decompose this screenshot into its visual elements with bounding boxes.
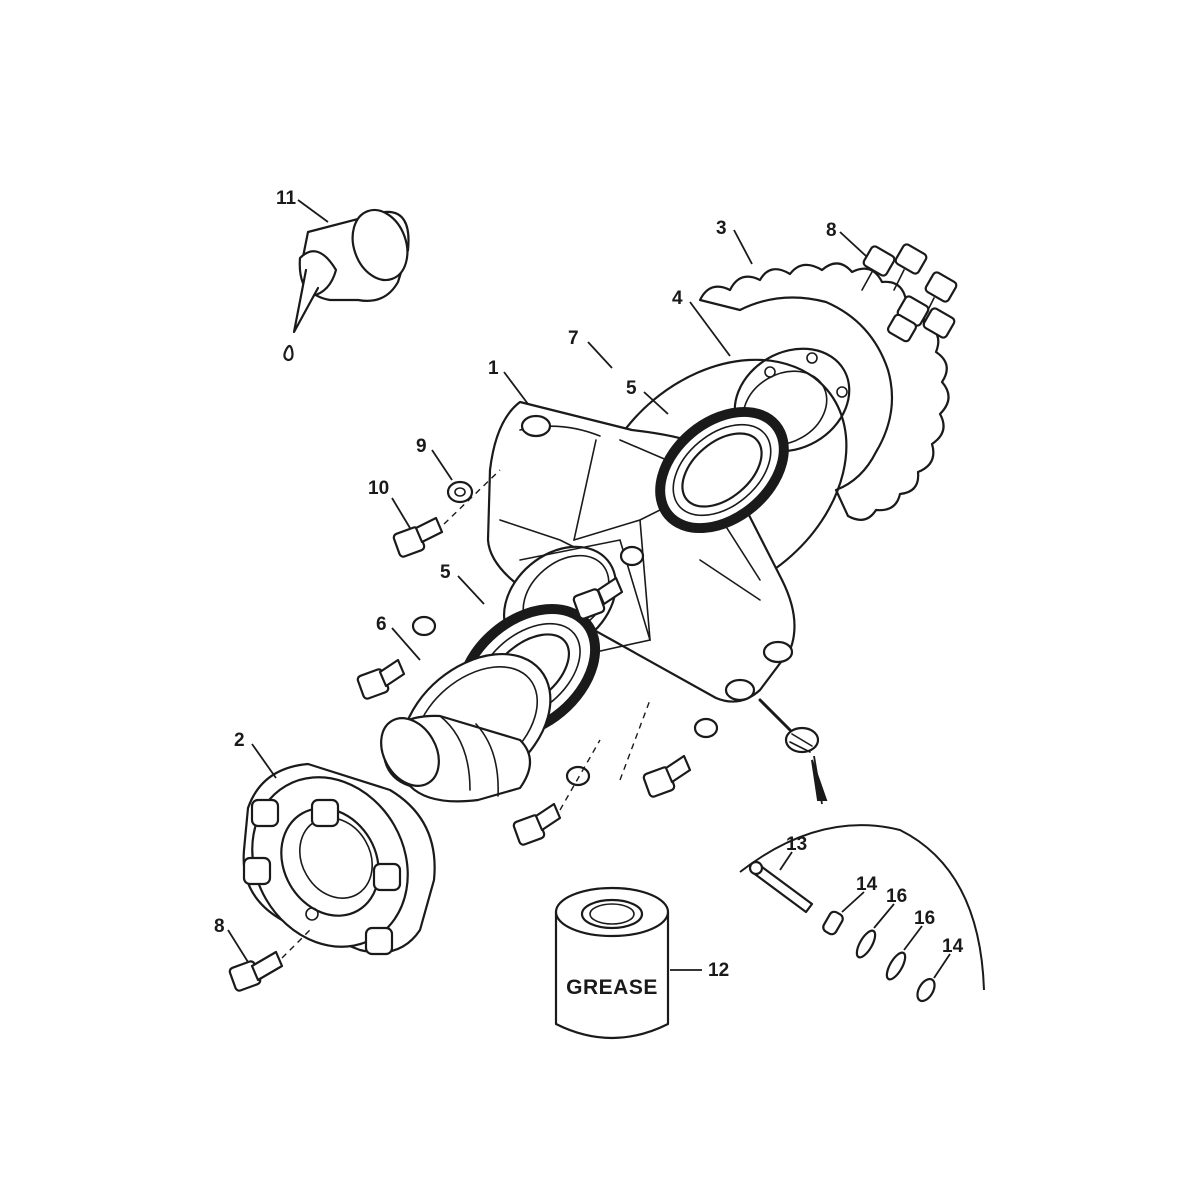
callout-14-upper: 14: [856, 874, 878, 895]
callout-16-upper: 16: [886, 886, 907, 907]
part-5-upper-bearing: 5: [626, 378, 789, 534]
callout-1: 1: [488, 358, 499, 379]
callout-10: 10: [368, 478, 389, 499]
callout-3: 3: [716, 218, 727, 239]
grease-label: GREASE: [566, 976, 658, 999]
part-3-sprocket: 3: [698, 218, 950, 521]
callout-6: 6: [376, 614, 387, 635]
grease-fitting: [758, 698, 828, 805]
part-12-grease-can: GREASE 12: [554, 886, 729, 1039]
callout-8-lower: 8: [214, 916, 225, 937]
callout-11: 11: [276, 188, 297, 209]
part-11-grease-nozzle: 11: [276, 188, 410, 362]
part-14-washer: 14: [916, 936, 964, 1003]
callout-13: 13: [786, 834, 807, 855]
callout-16-lower: 16: [914, 908, 935, 929]
callout-8-top: 8: [826, 220, 837, 241]
housing-bolts: [356, 545, 719, 846]
part-16-washer-lower: 16: [885, 908, 935, 981]
callout-5-upper: 5: [626, 378, 637, 399]
detail-inset: [739, 824, 985, 991]
part-10-bolt: 10: [368, 469, 501, 558]
part-13-pin: 13: [748, 834, 814, 914]
callout-12: 12: [708, 960, 729, 981]
part-9-washer: 9: [416, 436, 474, 504]
callout-14-lower: 14: [942, 936, 964, 957]
callout-4: 4: [672, 288, 683, 309]
callout-5-lower: 5: [440, 562, 451, 583]
part-2-wheel-flange: 2: [234, 730, 436, 956]
spindle-shaft: [380, 714, 532, 803]
part-16-washer-upper: 16: [855, 886, 907, 959]
part-8-flange-bolt: 8: [214, 916, 311, 992]
callout-9: 9: [416, 436, 427, 457]
callout-2: 2: [234, 730, 245, 751]
part-8-sprocket-bolts: 8: [826, 220, 958, 343]
part-14-spacer: 14: [822, 874, 878, 936]
callout-7: 7: [568, 328, 579, 349]
